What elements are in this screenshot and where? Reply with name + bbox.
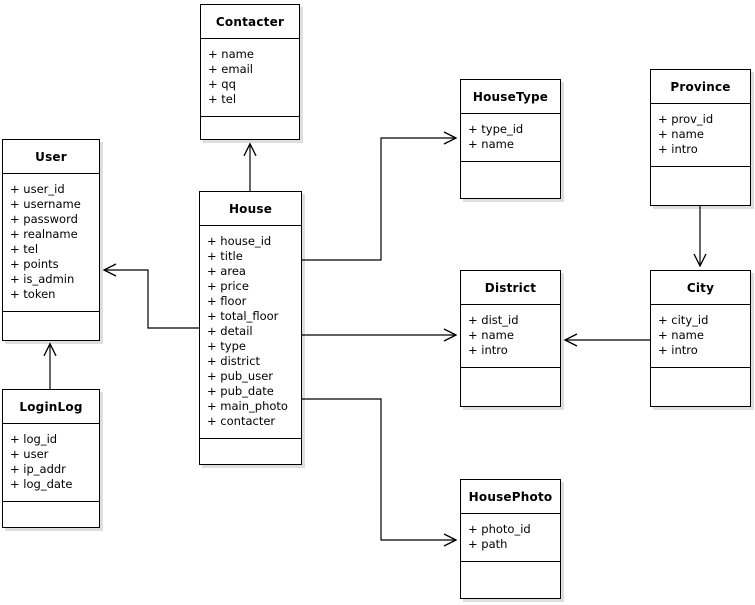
- class-name-province: Province: [651, 70, 750, 104]
- class-name-loginlog: LoginLog: [3, 390, 99, 424]
- class-attribute: + area: [207, 264, 246, 278]
- class-attribute: + realname: [10, 227, 78, 241]
- class-attribute: + intro: [658, 343, 698, 357]
- class-box-loginlog[interactable]: LoginLog+ log_id+ user+ ip_addr+ log_dat…: [2, 389, 100, 528]
- class-attribute: + user: [10, 447, 49, 461]
- class-attribute: + city_id: [658, 313, 709, 327]
- class-attribute: + detail: [207, 324, 253, 338]
- class-attribute: + total_floor: [207, 309, 279, 323]
- class-attribute: + house_id: [207, 234, 272, 248]
- class-operations-housetype: [461, 162, 560, 180]
- class-box-contacter[interactable]: Contacter+ name+ email+ qq+ tel: [200, 4, 300, 140]
- class-attribute: + username: [10, 197, 81, 211]
- class-name-contacter: Contacter: [201, 5, 299, 39]
- class-attribute: + password: [10, 212, 78, 226]
- class-attribute: + district: [207, 354, 261, 368]
- class-attribute: + email: [208, 62, 254, 76]
- class-box-city[interactable]: City+ city_id+ name+ intro: [650, 270, 751, 407]
- class-attributes-district: + dist_id+ name+ intro: [461, 305, 560, 368]
- class-attributes-house: + house_id+ title+ area+ price+ floor+ t…: [200, 226, 301, 439]
- class-operations-district: [461, 368, 560, 386]
- class-attribute: + is_admin: [10, 272, 75, 286]
- class-attribute: + name: [658, 328, 704, 342]
- class-attributes-user: + user_id+ username+ password+ realname+…: [3, 174, 99, 312]
- class-attributes-loginlog: + log_id+ user+ ip_addr+ log_date: [3, 424, 99, 502]
- class-attribute: + name: [658, 127, 704, 141]
- class-attribute: + type_id: [468, 122, 524, 136]
- class-attribute: + tel: [208, 92, 237, 106]
- class-attributes-housetype: + type_id+ name: [461, 114, 560, 162]
- class-attribute: + user_id: [10, 182, 65, 196]
- class-attributes-city: + city_id+ name+ intro: [651, 305, 750, 368]
- class-name-house: House: [200, 192, 301, 226]
- class-name-user: User: [3, 140, 99, 174]
- class-box-province[interactable]: Province+ prov_id+ name+ intro: [650, 69, 751, 206]
- class-attribute: + name: [468, 328, 514, 342]
- class-box-house[interactable]: House+ house_id+ title+ area+ price+ flo…: [199, 191, 302, 465]
- class-attribute: + qq: [208, 77, 236, 91]
- class-attribute: + name: [468, 137, 514, 151]
- class-operations-house: [200, 439, 301, 457]
- class-attributes-contacter: + name+ email+ qq+ tel: [201, 39, 299, 117]
- class-attribute: + token: [10, 287, 56, 301]
- class-operations-housephoto: [461, 562, 560, 580]
- class-attribute: + price: [207, 279, 249, 293]
- class-operations-user: [3, 312, 99, 330]
- class-attribute: + type: [207, 339, 246, 353]
- class-attribute: + title: [207, 249, 243, 263]
- class-box-user[interactable]: User+ user_id+ username+ password+ realn…: [2, 139, 100, 341]
- class-attribute: + intro: [658, 142, 698, 156]
- class-name-housephoto: HousePhoto: [461, 480, 560, 514]
- relation-house-to-housetype: [302, 138, 456, 261]
- class-attribute: + contacter: [207, 414, 276, 428]
- class-attributes-housephoto: + photo_id+ path: [461, 514, 560, 562]
- class-attribute: + name: [208, 47, 254, 61]
- class-operations-loginlog: [3, 502, 99, 520]
- class-box-district[interactable]: District+ dist_id+ name+ intro: [460, 270, 561, 407]
- relation-house-to-user: [104, 270, 199, 329]
- class-box-housetype[interactable]: HouseType+ type_id+ name: [460, 79, 561, 199]
- class-attribute: + log_date: [10, 477, 73, 491]
- class-name-city: City: [651, 271, 750, 305]
- class-attribute: + dist_id: [468, 313, 519, 327]
- class-operations-province: [651, 167, 750, 185]
- relation-house-to-housephoto: [302, 398, 456, 540]
- class-attribute: + prov_id: [658, 112, 714, 126]
- class-attribute: + main_photo: [207, 399, 288, 413]
- class-attribute: + points: [10, 257, 59, 271]
- class-attribute: + path: [468, 537, 508, 551]
- class-attribute: + photo_id: [468, 522, 531, 536]
- class-attribute: + intro: [468, 343, 508, 357]
- class-attributes-province: + prov_id+ name+ intro: [651, 104, 750, 167]
- class-name-housetype: HouseType: [461, 80, 560, 114]
- class-attribute: + floor: [207, 294, 247, 308]
- class-attribute: + pub_user: [207, 369, 274, 383]
- class-attribute: + ip_addr: [10, 462, 66, 476]
- class-attribute: + pub_date: [207, 384, 274, 398]
- class-name-district: District: [461, 271, 560, 305]
- class-attribute: + tel: [10, 242, 39, 256]
- class-box-housephoto[interactable]: HousePhoto+ photo_id+ path: [460, 479, 561, 599]
- class-operations-contacter: [201, 117, 299, 135]
- class-attribute: + log_id: [10, 432, 58, 446]
- class-operations-city: [651, 368, 750, 386]
